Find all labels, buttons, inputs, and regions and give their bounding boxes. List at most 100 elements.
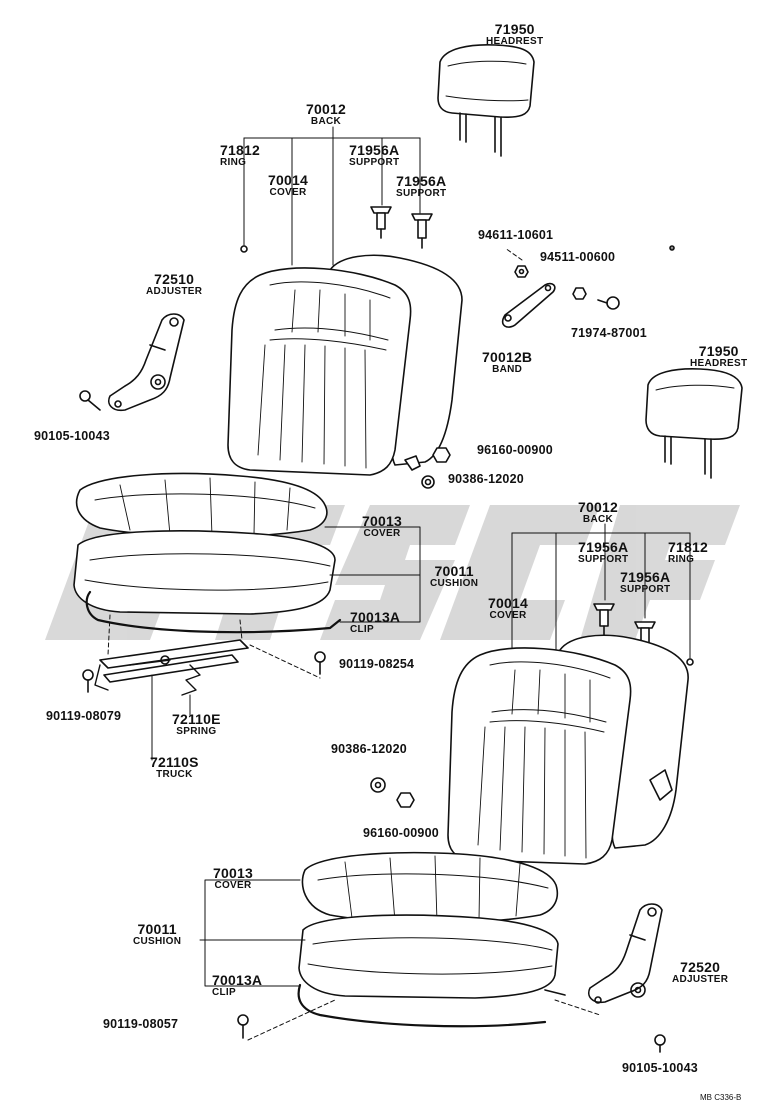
bolt-top-left-part xyxy=(79,390,101,411)
part-name: RING xyxy=(220,157,247,168)
part-name: CUSHION xyxy=(430,578,479,589)
label-nut-90386-bottom: 90386-12020 xyxy=(331,743,407,756)
label-cover-back-top: 70014 COVER xyxy=(268,173,308,198)
nut-94511-part xyxy=(572,287,587,300)
nut-90386-bottom-part xyxy=(370,777,386,793)
part-number: 72110E xyxy=(172,711,221,727)
label-screw-71974: 71974-87001 xyxy=(571,327,647,340)
adjuster-top-part xyxy=(108,313,185,412)
part-number: 71812 xyxy=(668,539,708,555)
label-support-top-a: 71956A SUPPORT xyxy=(349,143,399,168)
label-nut-94611: 94611-10601 xyxy=(478,229,553,242)
part-name: BAND xyxy=(492,364,523,375)
label-adjuster-bottom: 72520 ADJUSTER xyxy=(672,960,728,985)
cushion-cover-top-part xyxy=(75,472,328,538)
headrest-top-part xyxy=(437,44,535,157)
bolt-bottom-right-part xyxy=(654,1034,666,1053)
bolt-90119-08079-part xyxy=(82,669,94,693)
part-name: COVER xyxy=(269,187,307,198)
part-name: BACK xyxy=(310,116,342,127)
part-number: 71812 xyxy=(220,142,260,158)
part-number: 71956A xyxy=(396,173,447,189)
part-name: HEADREST xyxy=(486,36,544,47)
label-headrest-mid: 71950 HEADREST xyxy=(690,344,747,369)
part-name: COVER xyxy=(489,610,527,621)
label-adjuster-top: 72510 ADJUSTER xyxy=(146,272,202,297)
part-number: 71974-87001 xyxy=(571,326,647,340)
part-name: HEADREST xyxy=(690,358,748,369)
label-bolt-top-left: 90105-10043 xyxy=(34,430,110,443)
part-name: RING xyxy=(668,554,695,565)
truck-top-part xyxy=(94,639,249,691)
part-number: 90119-08057 xyxy=(103,1017,179,1031)
part-number: 70013 xyxy=(213,865,253,881)
leader-lines-top-back xyxy=(243,126,421,266)
part-name: CLIP xyxy=(350,624,374,635)
label-cover-cushion-top: 70013 COVER xyxy=(362,514,402,539)
band-top-part xyxy=(501,282,556,328)
part-number: 90105-10043 xyxy=(622,1061,698,1075)
part-number: 71956A xyxy=(620,569,671,585)
part-number: 72110S xyxy=(150,754,199,770)
spring-top-part xyxy=(181,664,201,696)
label-bolt-90119-08057: 90119-08057 xyxy=(103,1018,178,1031)
label-truck: 72110S TRUCK xyxy=(150,755,199,780)
clip-bottom-part xyxy=(297,983,566,1028)
part-number: 70011 xyxy=(434,563,474,579)
label-bolt-96160-bottom: 96160-00900 xyxy=(363,827,439,840)
leader-lines-top-cushion xyxy=(324,526,421,623)
support-bottom-parts xyxy=(593,603,656,653)
ring-bottom-part xyxy=(686,658,694,666)
label-clip-top: 70013A CLIP xyxy=(350,610,400,635)
part-number: 90119-08079 xyxy=(46,709,122,723)
part-number: 96160-00900 xyxy=(363,826,439,840)
part-number: 90386-12020 xyxy=(448,472,524,486)
label-cover-cushion-bottom: 70013 COVER xyxy=(213,866,253,891)
part-number: 72520 xyxy=(680,959,721,975)
part-number: 70012 xyxy=(578,499,618,515)
bolt-96160-top-part xyxy=(432,447,451,463)
label-cushion-top: 70011 CUSHION xyxy=(430,564,478,589)
bolt-90119-08057-part xyxy=(237,1014,249,1039)
part-name: CLIP xyxy=(212,987,236,998)
label-clip-bottom: 70013A CLIP xyxy=(212,973,262,998)
part-number: 96160-00900 xyxy=(477,443,553,457)
label-bolt-90119-08254: 90119-08254 xyxy=(339,658,414,671)
part-number: 70012B xyxy=(482,349,533,365)
headrest-mid-part xyxy=(645,368,743,479)
screw-71974-part xyxy=(597,296,620,310)
part-number: 70014 xyxy=(488,595,528,611)
part-name: ADJUSTER xyxy=(672,974,729,985)
part-name: COVER xyxy=(214,880,252,891)
label-bolt-90119-08079: 90119-08079 xyxy=(46,710,121,723)
label-nut-90386-top: 90386-12020 xyxy=(448,473,524,486)
label-cover-back-bottom: 70014 COVER xyxy=(488,596,528,621)
part-number: 94511-00600 xyxy=(540,250,616,264)
cushion-top-part xyxy=(73,530,336,615)
seat-back-bottom-part xyxy=(447,634,689,865)
bolt-96160-bottom-part xyxy=(396,792,415,808)
label-support-bottom-a: 71956A SUPPORT xyxy=(578,540,628,565)
label-cushion-bottom: 70011 CUSHION xyxy=(133,922,181,947)
part-number: 70014 xyxy=(268,172,308,188)
part-name: TRUCK xyxy=(156,769,193,780)
nut-90386-top-part xyxy=(421,475,435,489)
part-number: 70013A xyxy=(212,972,263,988)
label-support-top-b: 71956A SUPPORT xyxy=(396,174,446,199)
part-number: 71956A xyxy=(349,142,400,158)
part-number: 90386-12020 xyxy=(331,742,407,756)
part-number: 90119-08254 xyxy=(339,657,415,671)
part-number: 90105-10043 xyxy=(34,429,110,443)
leader-lines-bottom-back xyxy=(511,523,691,659)
ring-top-part xyxy=(240,245,248,253)
part-number: 70013 xyxy=(362,513,402,529)
label-nut-94511: 94511-00600 xyxy=(540,251,615,264)
label-spring: 72110E SPRING xyxy=(172,712,221,737)
part-number: 71950 xyxy=(698,343,739,359)
part-name: CUSHION xyxy=(133,936,182,947)
part-number: 72510 xyxy=(154,271,195,287)
label-ring-top: 71812 RING xyxy=(220,143,260,168)
nut-94611-part xyxy=(514,265,529,278)
